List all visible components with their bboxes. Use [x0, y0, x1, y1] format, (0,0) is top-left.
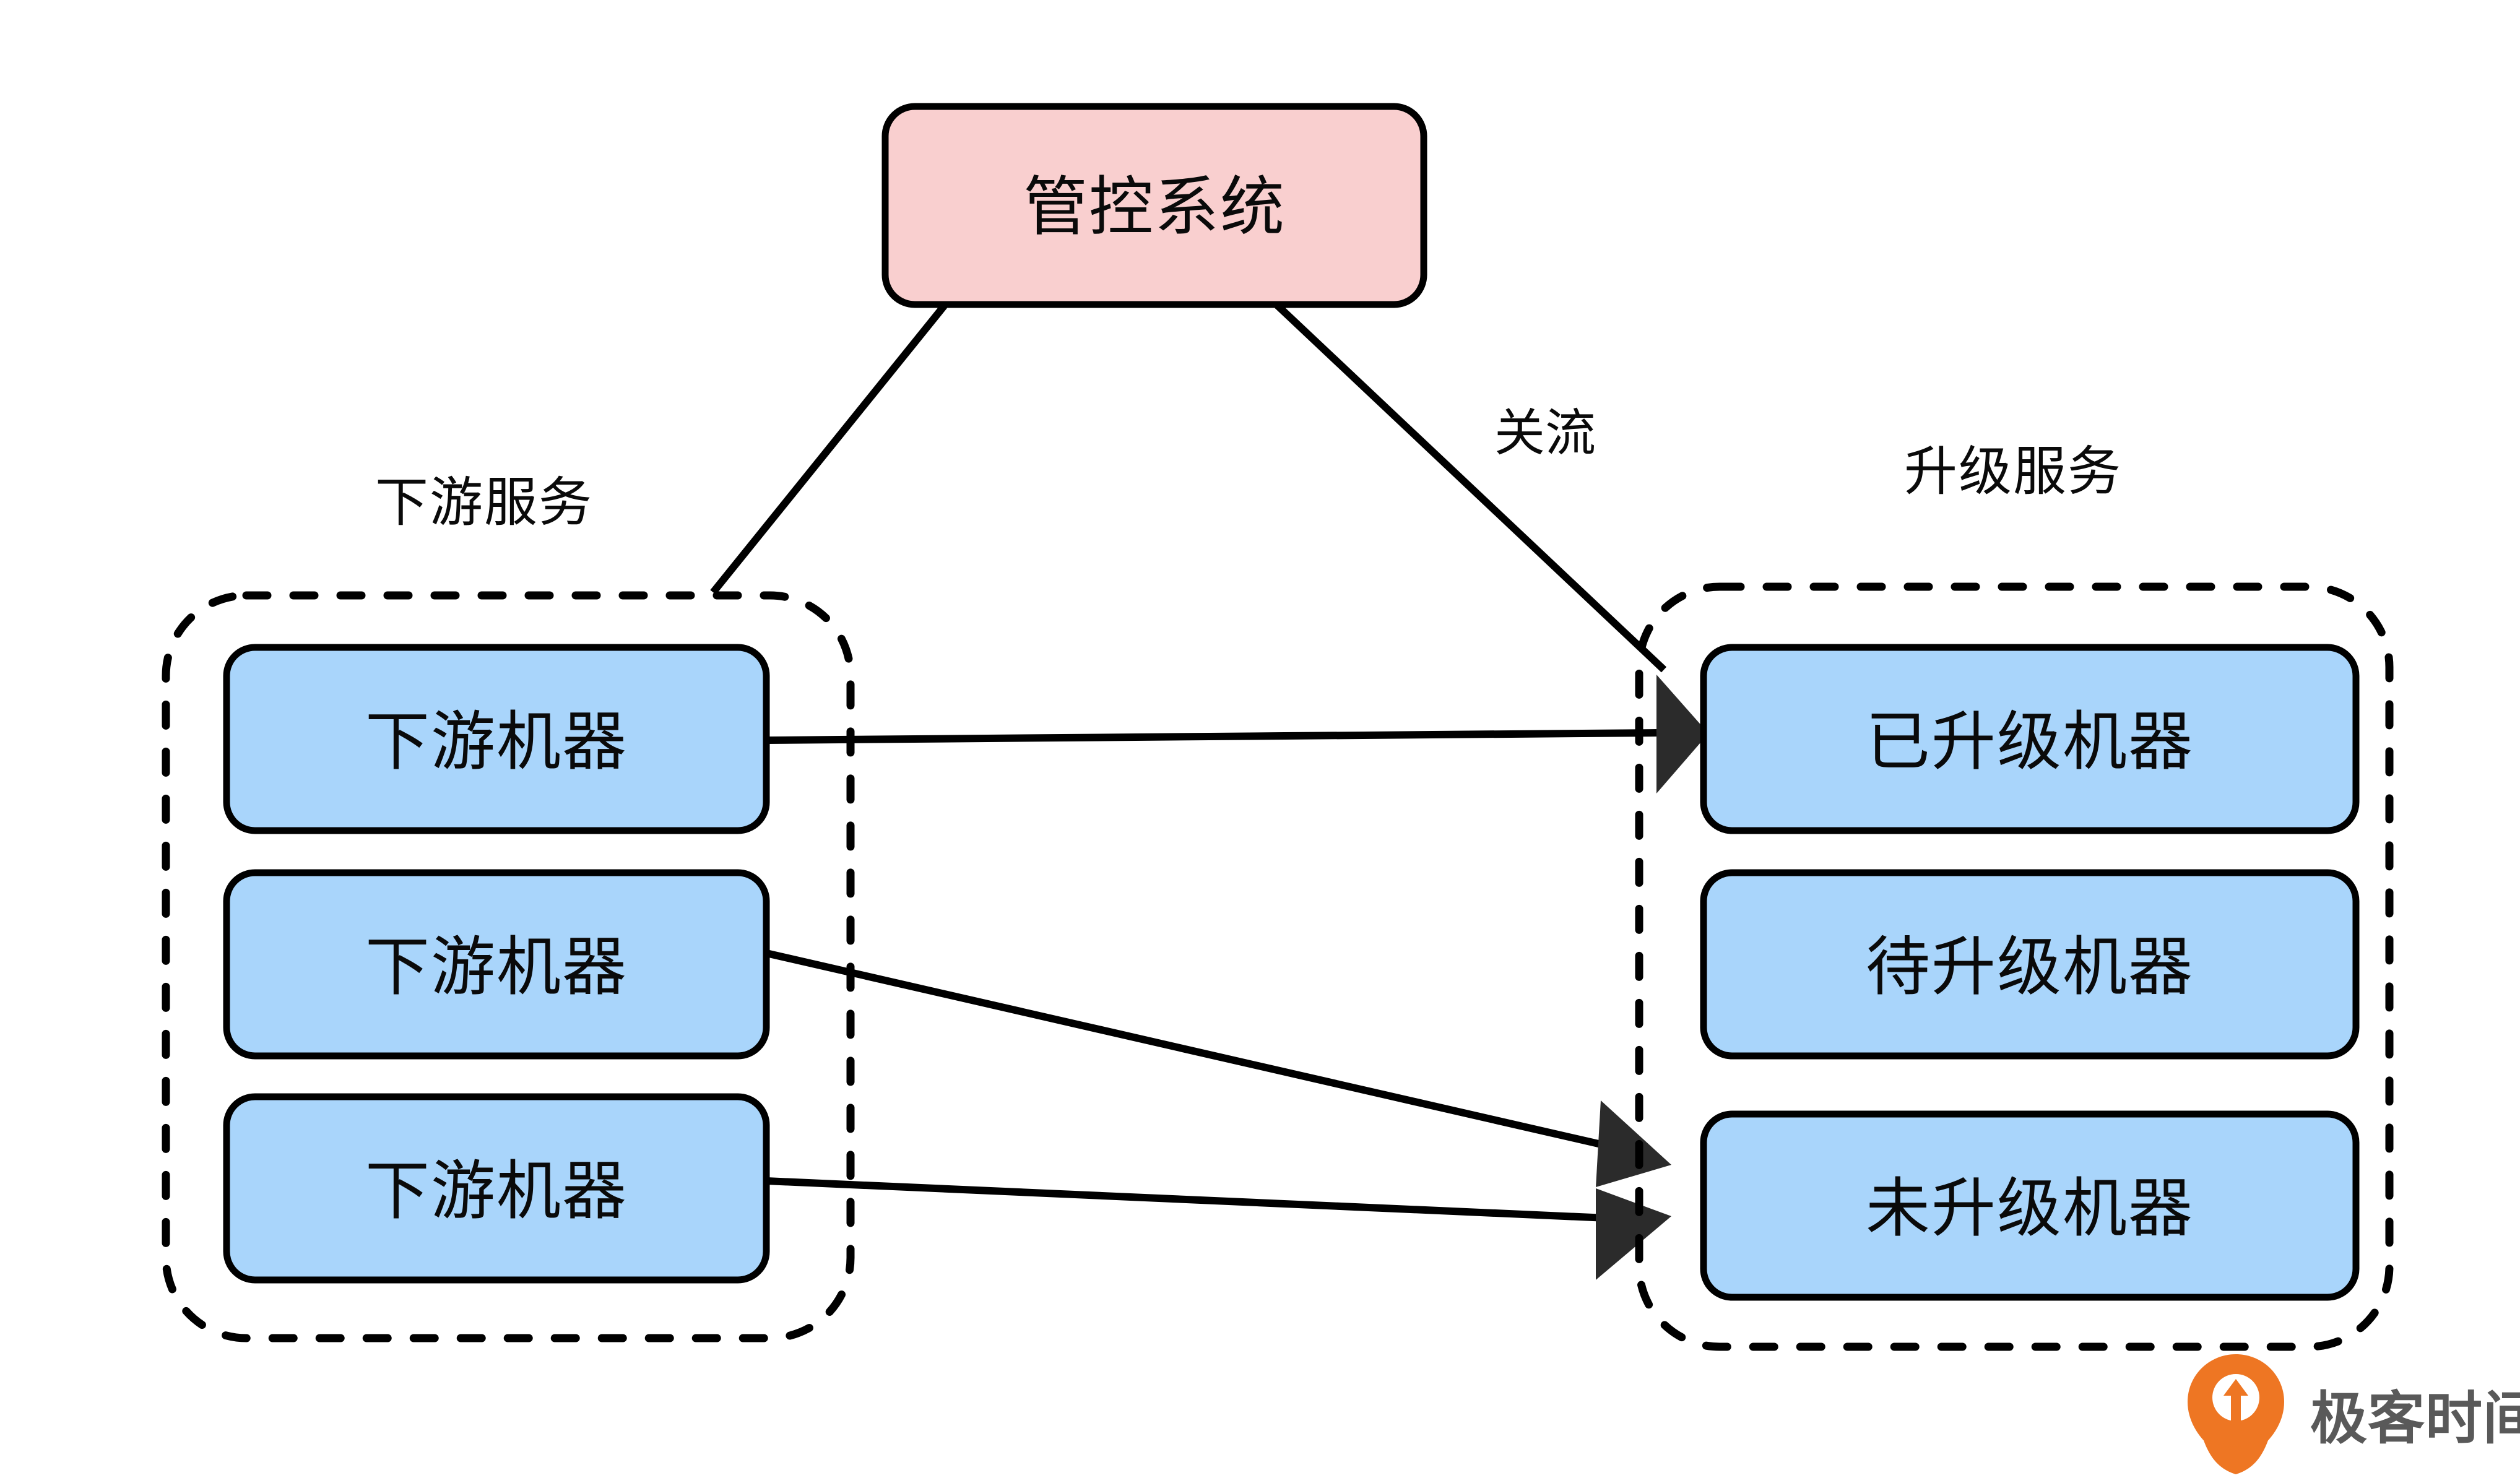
- node-pending-upgrade-machine[interactable]: 待升级机器: [1700, 869, 2360, 1060]
- node-not-upgraded-machine-label: 未升级机器: [1866, 1170, 2194, 1246]
- arrow-head-not-upgraded-a: [1596, 1100, 1671, 1187]
- node-downstream-machine-1-shape: [223, 644, 770, 834]
- edge-label-drain-traffic: 关流: [1494, 404, 1596, 463]
- node-downstream-machine-2[interactable]: 下游机器: [223, 869, 770, 1060]
- edge-dm2-to-not-upgraded: [765, 949, 1671, 1187]
- node-downstream-machine-1-label: 下游机器: [365, 704, 628, 779]
- watermark: 极客时间: [2188, 1354, 2520, 1474]
- node-downstream-machine-3-label: 下游机器: [365, 1153, 628, 1229]
- node-downstream-machine-3[interactable]: 下游机器: [223, 1093, 770, 1284]
- node-upgraded-machine[interactable]: 已升级机器: [1700, 644, 2360, 834]
- node-not-upgraded-machine-shape: [1700, 1110, 2360, 1301]
- node-not-upgraded-machine[interactable]: 未升级机器: [1700, 1110, 2360, 1301]
- edge-control-to-upgrade: 关流: [1273, 301, 1667, 673]
- node-control-system-label: 管控系统: [1023, 169, 1286, 244]
- node-control-system[interactable]: 管控系统: [881, 103, 1427, 308]
- node-pending-upgrade-machine-shape: [1700, 869, 2360, 1060]
- node-upgraded-machine-shape: [1700, 644, 2360, 834]
- group-label-downstream: 下游服务: [375, 472, 593, 534]
- edge-dm3-to-not-upgraded: [766, 1177, 1671, 1280]
- geektime-pin-icon: [2188, 1354, 2284, 1474]
- node-downstream-machine-2-shape: [223, 869, 770, 1060]
- node-downstream-machine-3-shape: [223, 1093, 770, 1284]
- edge-control-to-downstream: [710, 302, 948, 595]
- group-container-upgrade: [1635, 582, 2394, 1351]
- arrow-head-upgraded: [1656, 675, 1708, 793]
- node-control-system-shape: [881, 103, 1427, 308]
- arrow-head-not-upgraded-b: [1596, 1188, 1671, 1280]
- group-container-downstream: [162, 591, 855, 1342]
- group-label-upgrade: 升级服务: [1904, 441, 2122, 503]
- watermark-label: 极客时间: [2310, 1386, 2520, 1452]
- node-upgraded-machine-label: 已升级机器: [1866, 704, 2194, 779]
- node-downstream-machine-1[interactable]: 下游机器: [223, 644, 770, 834]
- node-pending-upgrade-machine-label: 待升级机器: [1866, 929, 2194, 1005]
- edge-dm1-to-upgraded: [766, 675, 1708, 793]
- node-downstream-machine-2-label: 下游机器: [365, 929, 628, 1005]
